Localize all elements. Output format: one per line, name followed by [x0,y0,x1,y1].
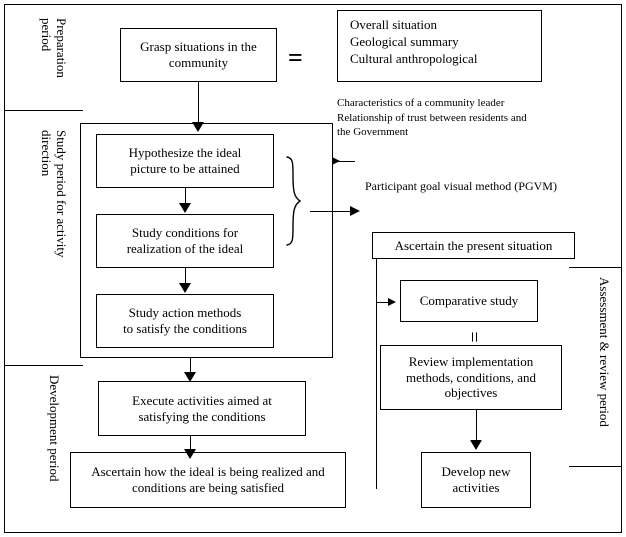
box-review-implementation[interactable]: Review implementation methods, condition… [380,345,562,410]
arrowhead-study-to-pgvm [350,206,360,216]
connector-hypothesize-to-conditions [185,188,186,208]
connector-study-to-execute [190,358,191,378]
box-comparative-study[interactable]: Comparative study [400,280,538,322]
period-label-assessment: Assessment & review period [597,277,612,427]
group-box-study-period [80,123,333,358]
box-study-conditions[interactable]: Study conditions for realization of the … [96,214,274,268]
arrowhead-conditions-to-action [179,283,191,293]
assessment-divider-top [569,267,621,268]
diagram-outer-border [4,4,622,533]
arrowhead-spine-to-comparative [388,298,396,306]
period-divider-preparation-study [5,110,83,111]
arrowhead-study-to-execute [184,372,196,382]
period-label-study: Study period for activity direction [39,130,69,258]
connector-assessment-spine [376,259,377,489]
assessment-divider-bottom [569,466,621,467]
connector-spine-to-comparative [376,302,394,303]
box-ascertain-ideal-realized[interactable]: Ascertain how the ideal is being realize… [70,452,346,508]
box-study-action-methods[interactable]: Study action methods to satisfy the cond… [96,294,274,348]
connector-study-to-pgvm [310,211,358,212]
period-divider-study-development [5,365,83,366]
box-execute-activities[interactable]: Execute activities aimed at satisfying t… [98,381,306,436]
arrowhead-execute-to-ascertain [184,449,196,459]
box-ascertain-present-situation[interactable]: Ascertain the present situation [372,232,575,259]
period-label-preparation: Preparation period [39,18,69,78]
box-hypothesize-ideal[interactable]: Hypothesize the ideal picture to be atta… [96,134,274,188]
curly-brace-grouping [285,155,303,247]
note-characteristics: Characteristics of a community leader Re… [337,97,527,139]
arrowhead-grasp-to-study [192,122,204,132]
box-develop-new-activities[interactable]: Develop new activities [421,452,531,508]
box-overall-situation-list[interactable]: Overall situation Geological summary Cul… [337,10,542,82]
connector-conditions-to-action [185,268,186,288]
connector-grasp-to-study [198,82,199,126]
connector-execute-to-ascertain [190,436,191,454]
connector-review-to-develop [476,410,477,445]
period-label-development: Development period [47,375,62,482]
connector-study-to-characteristics [333,161,355,162]
arrowhead-hypothesize-to-conditions [179,203,191,213]
arrowhead-study-to-characteristics [332,157,340,165]
equals-symbol-top: = [288,43,303,72]
arrowhead-review-to-develop [470,440,482,450]
box-grasp-situations[interactable]: Grasp situations in the community [120,28,277,82]
note-pgvm: Participant goal visual method (PGVM) [365,179,557,193]
equals-symbol-middle: = [462,331,485,343]
